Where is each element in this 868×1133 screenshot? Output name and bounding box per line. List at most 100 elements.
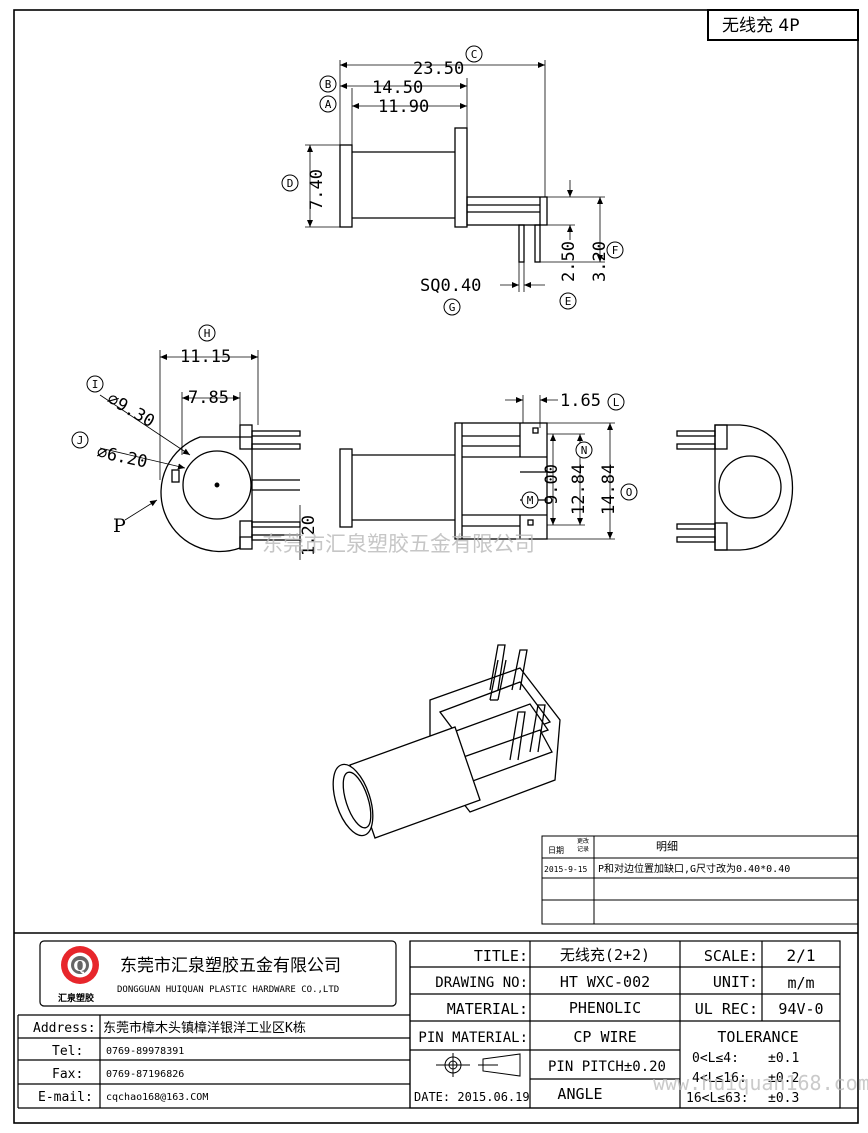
dim-7-85: 7.85: [188, 388, 229, 408]
left-outer-body: [160, 436, 253, 553]
callout-g: [443, 298, 461, 316]
rev-col-record-2: 记录: [577, 845, 589, 853]
mid-base: [454, 422, 548, 540]
company-name-cn: 东莞市汇泉塑胶五金有限公司: [120, 956, 341, 976]
right-outer-body: [714, 424, 793, 551]
tolerance-range-2: 4<L≤16:: [692, 1071, 747, 1086]
callout-g-text: G: [449, 301, 456, 314]
projection-symbol-icon: [436, 1053, 521, 1077]
callout-c-text: C: [471, 48, 478, 61]
callout-f: [606, 241, 624, 259]
tolerance-range-3: 16<L≤63:: [686, 1091, 749, 1106]
sheet-border: [13, 9, 859, 1124]
fax-label: Fax:: [52, 1067, 83, 1082]
revision-table: [541, 835, 859, 925]
callout-j: [71, 431, 89, 449]
dim-11-15: 11.15: [180, 347, 231, 367]
right-view: [676, 424, 793, 551]
material-value: PHENOLIC: [569, 999, 641, 1017]
company-name-en: DONGGUAN HUIQUAN PLASTIC HARDWARE CO.,LT…: [117, 985, 339, 995]
dim-sq0-40: SQ0.40: [420, 276, 481, 296]
mid-flange: [339, 448, 353, 528]
callout-a-text: A: [325, 98, 332, 111]
label-p: P: [113, 515, 126, 537]
callout-letters: A B C D E F G H I J L M N O: [77, 48, 633, 507]
unit-label: UNIT:: [713, 973, 758, 991]
drawing-date: DATE: 2015.06.19: [414, 1090, 530, 1104]
right-inner-bore: [718, 455, 782, 519]
header-box: 无线充 4P: [707, 9, 859, 41]
revision-table-text: 日期 更改 记录 明细 2015-9-15 P和对边位置加缺口,G尺寸改为0.4…: [544, 837, 790, 875]
left-view-dimensions: [99, 354, 258, 521]
callout-b: [319, 75, 337, 93]
top-base-arm: [466, 196, 548, 226]
top-pin-1: [518, 224, 525, 263]
callout-i: [86, 375, 104, 393]
rev-col-record-1: 更改: [577, 837, 589, 845]
callout-c: [465, 45, 483, 63]
tolerance-value-1: ±0.1: [768, 1051, 799, 1066]
top-view-dim-text: 23.50 14.50 11.90 7.40 2.50 3.20 SQ0.40: [307, 59, 610, 296]
dim-14-50: 14.50: [372, 78, 423, 98]
dim-3-20: 3.20: [590, 241, 610, 282]
isometric-view: [332, 644, 561, 839]
material-label: MATERIAL:: [447, 1000, 528, 1018]
dim-9-00: 9.00: [542, 464, 562, 505]
callout-i-text: I: [92, 378, 99, 391]
dim-6-20: ⌀6.20: [95, 442, 149, 472]
callout-l: [607, 393, 625, 411]
callout-l-text: L: [613, 396, 620, 409]
rev-row-detail: P和对边位置加缺口,G尺寸改为0.40*0.40: [598, 862, 790, 875]
dim-14-84: 14.84: [599, 464, 619, 515]
dim-23-50: 23.50: [413, 59, 464, 79]
tolerance-range-1: 0<L≤4:: [692, 1051, 739, 1066]
rev-row-date: 2015-9-15: [544, 865, 588, 874]
left-view: [159, 350, 301, 560]
ul-label: UL REC:: [695, 1000, 758, 1018]
callouts: [71, 45, 638, 509]
drawing-no-value: HT WXC-002: [560, 973, 650, 991]
top-view-dimensions: [307, 62, 603, 288]
logo-letter: Q: [73, 957, 86, 975]
email-label: E-mail:: [38, 1090, 93, 1105]
title-label: TITLE:: [474, 947, 528, 965]
callout-d-text: D: [287, 177, 294, 190]
rev-col-detail: 明细: [656, 840, 678, 853]
pin-material-value: CP WIRE: [573, 1028, 636, 1046]
watermark-company: 东莞市汇泉塑胶五金有限公司: [262, 532, 535, 556]
callout-o: [620, 483, 638, 501]
dim-12-84: 12.84: [569, 464, 589, 515]
angle-label: ANGLE: [557, 1085, 602, 1103]
callout-e: [559, 292, 577, 310]
pin-material-label: PIN MATERIAL:: [418, 1030, 528, 1046]
callout-d: [281, 174, 299, 192]
tolerance-value-3: ±0.3: [768, 1091, 799, 1106]
dim-2-50: 2.50: [559, 241, 579, 282]
header-box-text: 无线充 4P: [722, 16, 799, 36]
callout-e-text: E: [565, 295, 572, 308]
tel-label: Tel:: [52, 1044, 83, 1059]
middle-view-dim-text: 1.65 9.00 12.84 14.84: [542, 391, 619, 515]
ul-value: 94V-0: [778, 1000, 823, 1018]
fax-value: 0769-87196826: [106, 1069, 184, 1080]
top-view: [305, 60, 605, 292]
callout-m-text: M: [527, 494, 534, 507]
rev-col-date: 日期: [548, 846, 564, 855]
dim-9-30: ⌀9.30: [104, 389, 158, 432]
address-value: 东莞市樟木头镇樟洋银洋工业区K栋: [103, 1020, 306, 1036]
dim-7-40: 7.40: [307, 169, 327, 210]
callout-f-text: F: [612, 244, 619, 257]
company-logo: Q 汇泉塑胶: [58, 946, 99, 1004]
drawing-no-label: DRAWING NO:: [435, 975, 528, 991]
logo-caption: 汇泉塑胶: [58, 992, 94, 1004]
email-value: cqchao168@163.COM: [106, 1092, 208, 1103]
callout-n-text: N: [581, 444, 588, 457]
unit-value: m/m: [787, 974, 814, 992]
callout-j-text: J: [77, 434, 84, 447]
address-label: Address:: [33, 1021, 96, 1036]
title-block-text: 东莞市汇泉塑胶五金有限公司 DONGGUAN HUIQUAN PLASTIC H…: [33, 946, 824, 1106]
scale-value: 2/1: [787, 946, 816, 965]
top-base-wall: [454, 127, 468, 228]
dim-1-20: 1.20: [299, 515, 319, 556]
